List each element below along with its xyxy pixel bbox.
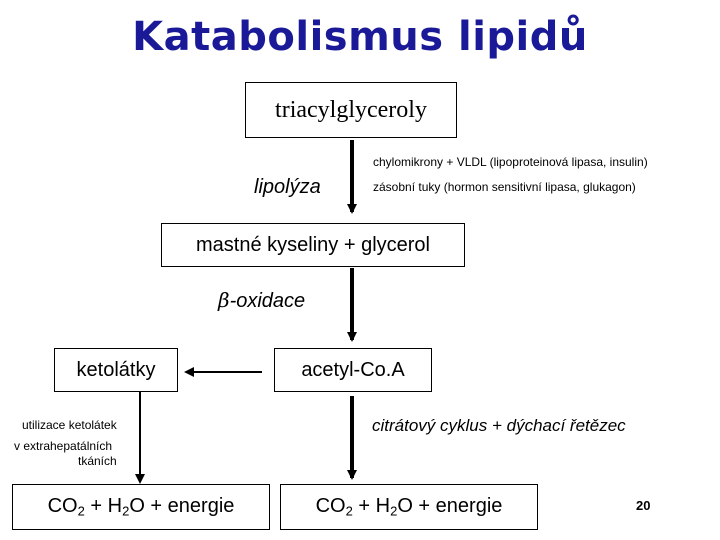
label-tkanich: tkáních — [78, 454, 117, 468]
label-beta-oxidace: β-oxidace — [218, 288, 305, 313]
co2-left-part: CO — [47, 495, 78, 518]
node-mastne-kyseliny-label: mastné kyseliny + glycerol — [196, 233, 430, 256]
label-extrahepatalnich: v extrahepatálních — [14, 439, 113, 453]
beta-symbol: β — [218, 288, 230, 312]
co2-right-part: CO — [315, 495, 346, 518]
h2o-left-sub: 2 — [122, 503, 130, 519]
co2-right-part: O + energie — [397, 495, 503, 518]
label-zasobni-tuky: zásobní tuky (hormon sensitivní lipasa, … — [373, 180, 636, 194]
node-co2-right: CO2 + H2O + energie — [280, 484, 538, 530]
node-triacylglyceroly-label: triacylglyceroly — [275, 96, 427, 123]
node-ketolatky: ketolátky — [54, 348, 178, 392]
co2-right-sub: 2 — [345, 503, 353, 519]
label-citratovy-cyklus: citrátový cyklus + dýchací řetězec — [372, 416, 626, 435]
co2-left-part: + H — [84, 495, 123, 518]
node-acetyl-coa: acetyl-Co.A — [274, 348, 432, 392]
node-co2-left-label: CO2 + H2O + energie — [48, 495, 235, 518]
node-co2-right-label: CO2 + H2O + energie — [316, 495, 503, 518]
co2-right-part: + H — [352, 495, 391, 518]
co2-left-part: O + energie — [129, 495, 235, 518]
beta-oxidace-text: -oxidace — [229, 290, 306, 312]
label-utilizace: utilizace ketolátek — [22, 418, 117, 432]
node-mastne-kyseliny: mastné kyseliny + glycerol — [161, 223, 465, 267]
label-chylomikrony: chylomikrony + VLDL (lipoproteinová lipa… — [373, 155, 648, 169]
node-acetyl-coa-label: acetyl-Co.A — [301, 358, 405, 381]
node-ketolatky-label: ketolátky — [76, 358, 156, 381]
co2-left-sub: 2 — [77, 503, 85, 519]
page-number: 20 — [636, 498, 651, 513]
node-co2-left: CO2 + H2O + energie — [12, 484, 270, 530]
h2o-right-sub: 2 — [390, 503, 398, 519]
label-lipolyza: lipolýza — [254, 176, 321, 198]
node-triacylglyceroly: triacylglyceroly — [245, 82, 457, 138]
page-title: Katabolismus lipidů — [132, 14, 588, 60]
